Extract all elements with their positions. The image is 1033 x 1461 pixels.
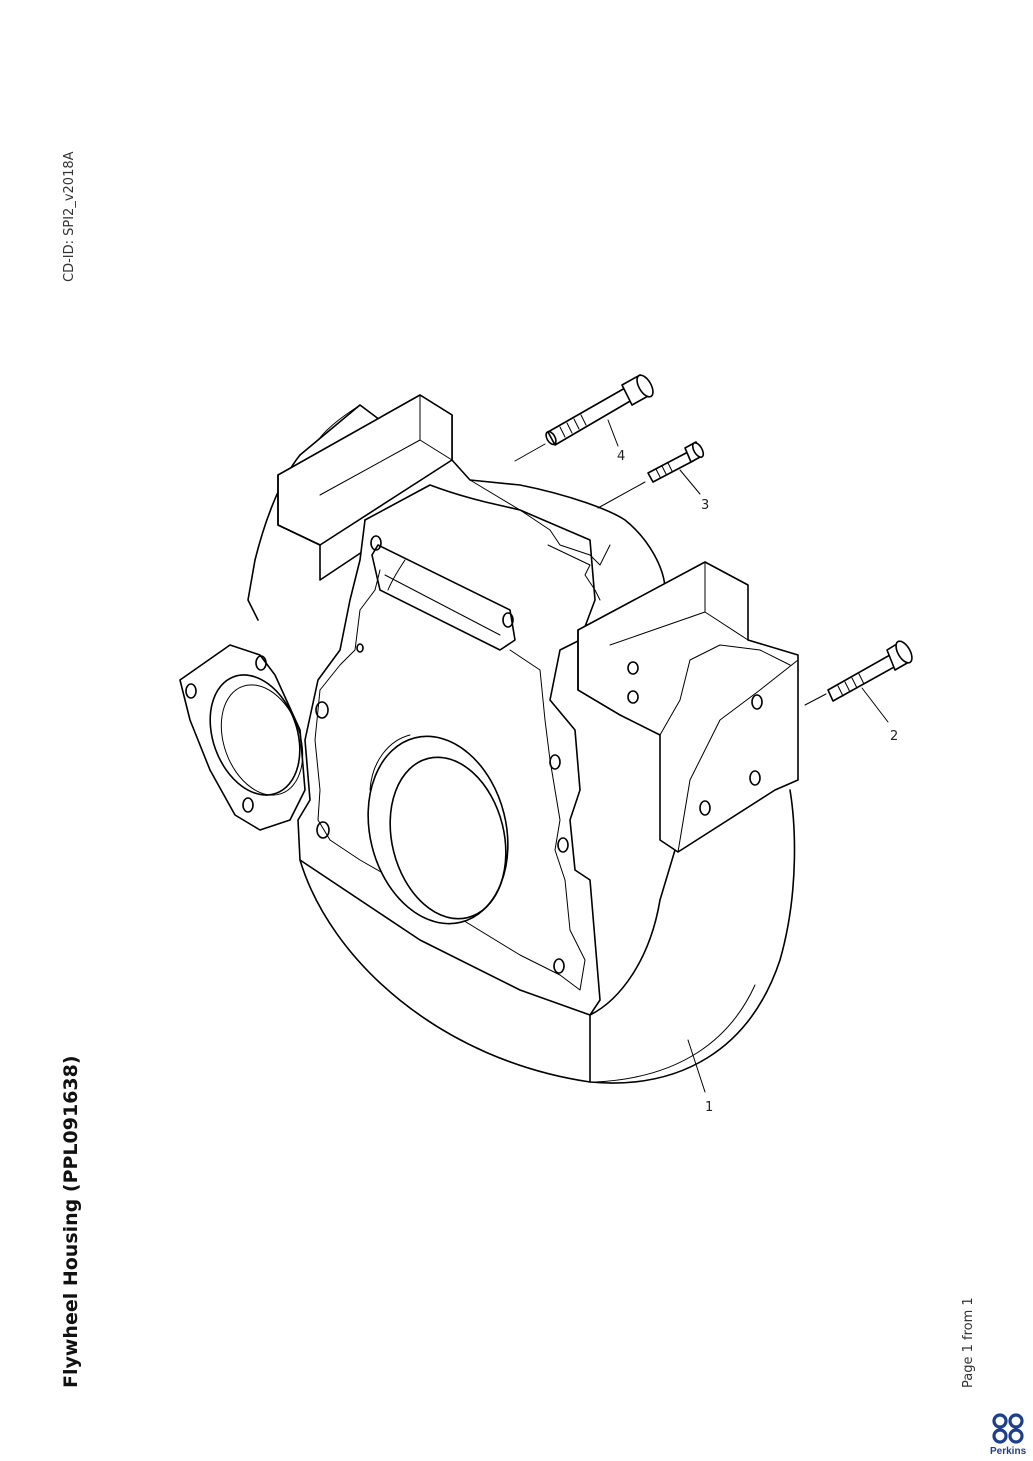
housing-top-rear <box>299 394 666 591</box>
leader-3 <box>679 469 701 495</box>
housing-outline <box>299 789 796 1084</box>
perkins-logo-text: Perkins <box>990 1446 1027 1457</box>
callout-4: 4 <box>617 449 625 464</box>
leader-2 <box>861 687 889 723</box>
perkins-logo-icon <box>992 1413 1024 1444</box>
bolt-3 <box>597 441 705 509</box>
callout-1: 1 <box>705 1100 713 1115</box>
right-mount-pad <box>577 561 799 853</box>
bolt-2 <box>804 640 913 706</box>
bolt-4 <box>514 374 654 462</box>
housing-bell-edge <box>589 849 676 1083</box>
left-port-flange <box>179 644 306 831</box>
leader-4 <box>607 419 619 447</box>
leader-1 <box>687 1039 706 1093</box>
callout-2: 2 <box>890 729 898 744</box>
crank-bore-inner <box>389 756 507 920</box>
callout-3: 3 <box>701 498 709 513</box>
